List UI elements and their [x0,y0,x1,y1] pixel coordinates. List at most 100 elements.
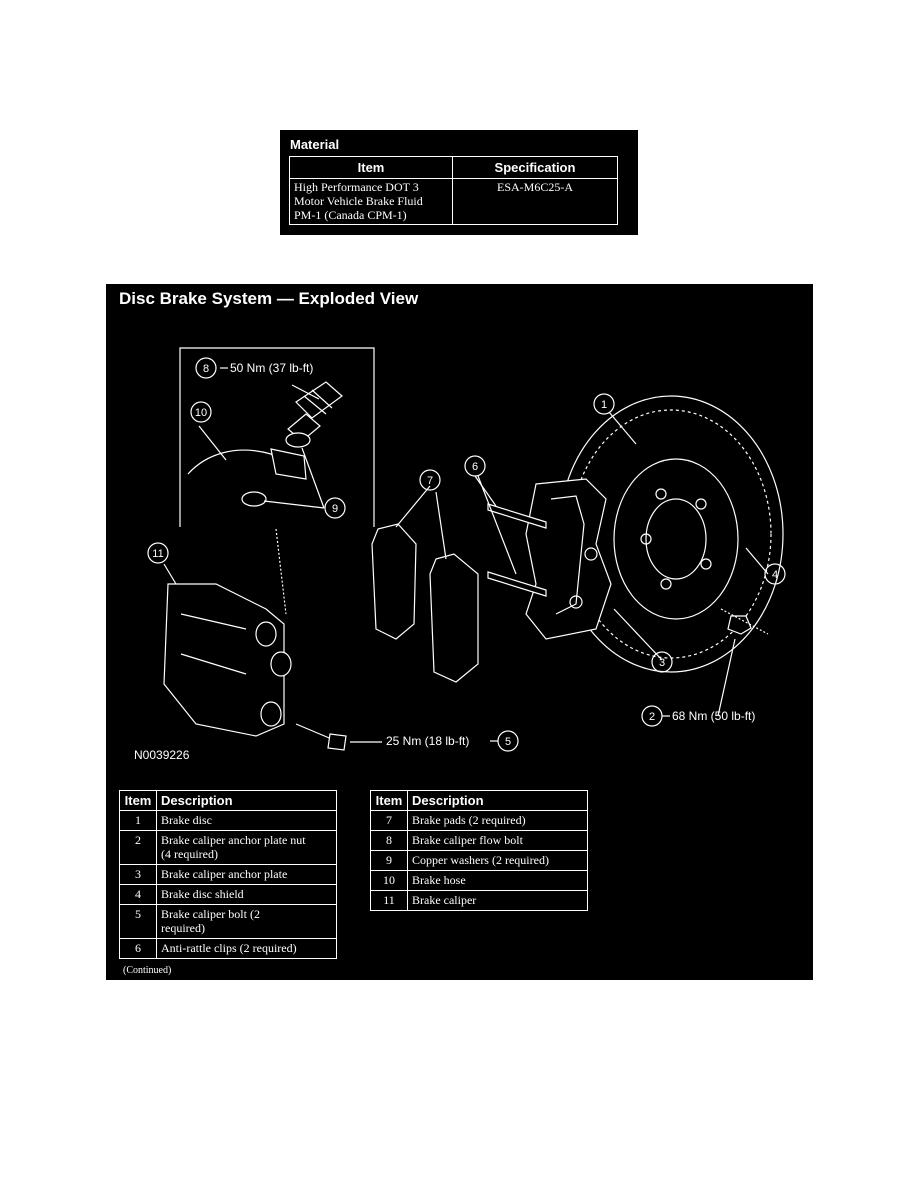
leader-7b [435,491,447,560]
description-table-left: Item Description 1 Brake disc 2 Brake ca… [119,790,337,959]
material-item-line: High Performance DOT 3 [294,180,419,194]
item-description: Brake disc shield [156,884,337,905]
continued-note: (Continued) [123,965,172,976]
callout-2: 2 [641,705,663,727]
callout-6: 6 [464,455,486,477]
leader-7a [395,485,431,528]
callout-1: 1 [593,393,615,415]
item-number: 4 [119,884,157,905]
table-row: 1 Brake disc [119,810,337,831]
item-number: 6 [119,938,157,959]
item-number: 7 [370,810,408,831]
svg-text:8: 8 [203,363,209,375]
callout-5: 5 [497,730,519,752]
description-header-row: Item Description [370,790,588,811]
item-number: 2 [119,830,157,865]
material-header-item: Item [289,156,453,179]
item-number: 1 [119,810,157,831]
description-header-desc: Description [407,790,588,811]
table-row: 11 Brake caliper [370,890,588,911]
exploded-view-panel: Disc Brake System — Exploded View [106,284,813,980]
anchor-nut-illustration [720,608,769,635]
material-item-line: PM-1 (Canada CPM-1) [294,208,407,222]
material-header-row: Item Specification [289,156,618,179]
callout-4: 4 [764,563,786,585]
item-description: Brake pads (2 required) [407,810,588,831]
anchor-plate-illustration [525,478,612,640]
item-description: Brake caliper anchor plate [156,864,337,885]
item-number: 10 [370,870,408,891]
item-description: Anti-rattle clips (2 required) [156,938,337,959]
material-item-cell: High Performance DOT 3 Motor Vehicle Bra… [289,178,453,225]
torque-label-5: 25 Nm (18 lb-ft) [386,734,469,748]
material-row: High Performance DOT 3 Motor Vehicle Bra… [289,178,618,225]
material-header-spec: Specification [452,156,618,179]
callout-7: 7 [419,469,441,491]
leader-2-nut [717,638,736,717]
svg-text:9: 9 [332,503,338,515]
leader-9b [263,500,325,509]
description-header-desc: Description [156,790,337,811]
svg-text:11: 11 [152,548,163,560]
description-table-right: Item Description 7 Brake pads (2 require… [370,790,588,911]
copper-washers-illustration [241,432,311,507]
description-header-item: Item [119,790,157,811]
material-title: Material [290,137,340,152]
leader-10 [198,425,227,461]
table-row: 2 Brake caliper anchor plate nut(4 requi… [119,830,337,865]
item-description: Brake caliper [407,890,588,911]
svg-text:5: 5 [505,736,511,748]
leader-11 [163,563,177,585]
svg-text:6: 6 [472,461,478,473]
item-number: 5 [119,904,157,939]
table-row: 9 Copper washers (2 required) [370,850,588,871]
brake-hose-illustration [187,448,307,480]
table-row: 10 Brake hose [370,870,588,891]
figure-code: N0039226 [134,748,190,762]
table-row: 8 Brake caliper flow bolt [370,830,588,851]
material-spec-cell: ESA-M6C25-A [452,178,618,225]
description-header-row: Item Description [119,790,337,811]
exploded-view-diagram: 8 10 9 11 7 6 1 4 3 2 5 50 Nm (37 lb-ft)… [134,347,786,762]
table-row: 6 Anti-rattle clips (2 required) [119,938,337,959]
svg-text:3: 3 [659,657,665,669]
leader-1 [608,411,637,445]
item-description: Brake hose [407,870,588,891]
description-header-item: Item [370,790,408,811]
brake-caliper-illustration [163,583,292,737]
table-row: 7 Brake pads (2 required) [370,810,588,831]
callout-3: 3 [651,651,673,673]
callout-9: 9 [324,497,346,519]
svg-text:2: 2 [649,711,655,723]
item-number: 11 [370,890,408,911]
item-description: Brake disc [156,810,337,831]
callout-8: 8 [195,357,217,379]
figure-title: Disc Brake System — Exploded View [119,289,419,308]
material-table: Item Specification High Performance DOT … [289,156,618,225]
leader-8-bolt [291,384,320,400]
material-box: Material Item Specification High Perform… [280,130,638,235]
brake-pads-illustration [371,523,479,683]
torque-label-8: 50 Nm (37 lb-ft) [230,361,313,375]
leader-6b [477,475,517,575]
leader-4 [745,547,769,575]
torque-label-2: 68 Nm (50 lb-ft) [672,709,755,723]
svg-text:4: 4 [772,569,778,581]
leader-6a [474,475,497,507]
leader-3 [613,608,663,661]
table-row: 4 Brake disc shield [119,884,337,905]
leader-9a [301,447,325,509]
flow-bolt-illustration [287,381,343,442]
svg-text:1: 1 [601,399,607,411]
item-number: 8 [370,830,408,851]
callout-11: 11 [147,542,169,564]
caliper-bolt-illustration [295,723,347,751]
item-description: Brake caliper anchor plate nut(4 require… [156,830,337,865]
item-number: 9 [370,850,408,871]
anti-rattle-clips-illustration [487,503,547,597]
item-description: Brake caliper flow bolt [407,830,588,851]
table-row: 3 Brake caliper anchor plate [119,864,337,885]
svg-text:7: 7 [427,475,433,487]
